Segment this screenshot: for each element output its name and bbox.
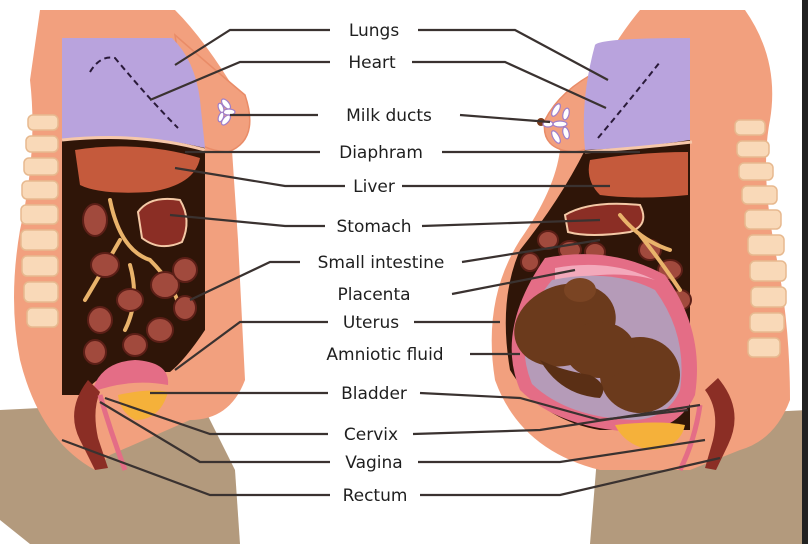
right-liver	[589, 152, 688, 198]
left-lungs	[62, 38, 205, 148]
label-liver: Liver	[353, 177, 395, 197]
right-border	[802, 0, 808, 544]
label-amniotic-fluid: Amniotic fluid	[326, 345, 443, 365]
label-rectum: Rectum	[343, 486, 408, 506]
label-stomach: Stomach	[337, 217, 412, 237]
label-small-intestine: Small intestine	[318, 253, 445, 273]
label-milk-ducts: Milk ducts	[346, 106, 432, 126]
left-stomach	[138, 199, 187, 246]
label-bladder: Bladder	[341, 384, 407, 404]
label-heart: Heart	[348, 53, 396, 73]
label-cervix: Cervix	[344, 425, 398, 445]
left-spine	[21, 115, 58, 327]
right-lungs	[584, 38, 690, 150]
label-diaphram: Diaphram	[339, 143, 423, 163]
label-placenta: Placenta	[337, 285, 410, 305]
label-uterus: Uterus	[343, 313, 399, 333]
label-vagina: Vagina	[345, 453, 402, 473]
label-lungs: Lungs	[349, 21, 400, 41]
